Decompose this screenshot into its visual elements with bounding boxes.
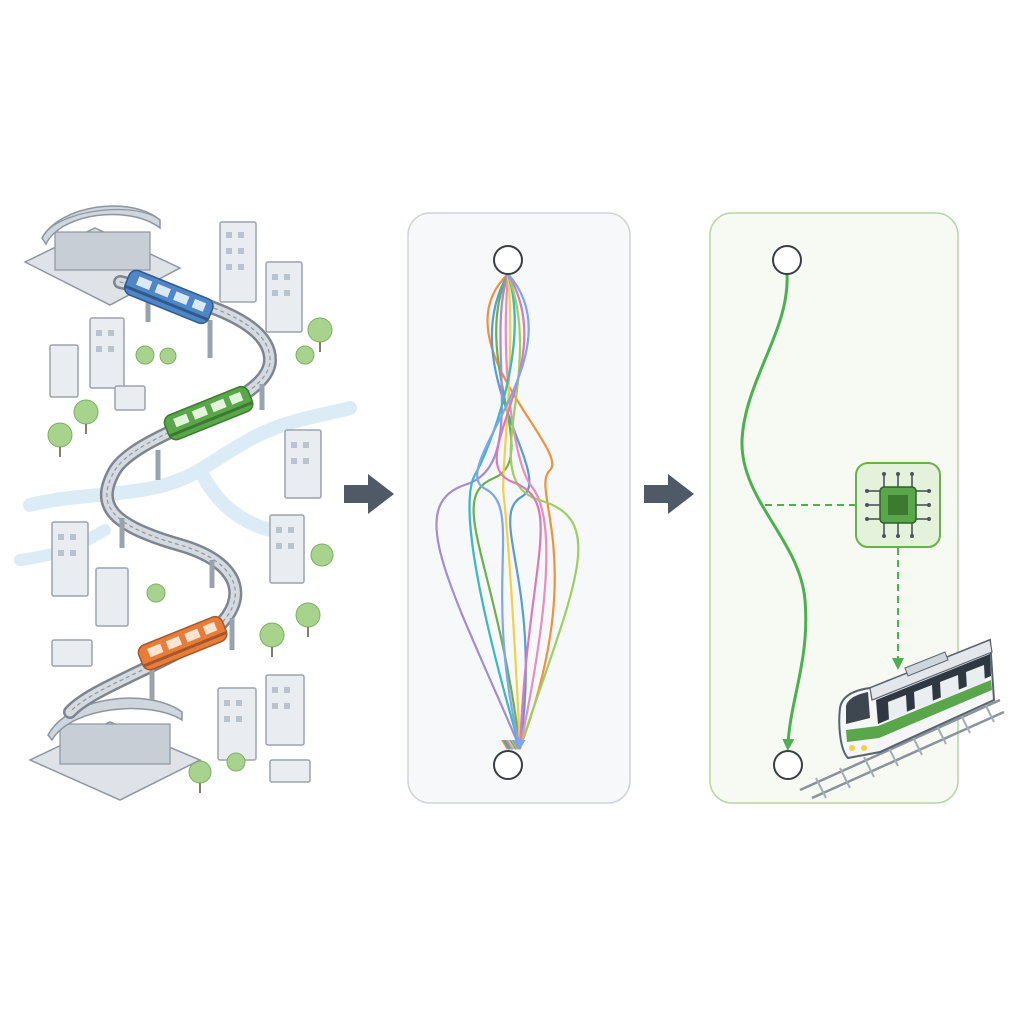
start-node — [772, 245, 802, 275]
track-pillars — [119, 300, 265, 700]
candidate-trajectory — [495, 272, 542, 750]
train-icon — [799, 638, 1005, 800]
candidate-trajectories-panel — [407, 212, 631, 804]
start-node — [493, 245, 523, 275]
candidate-trajectory — [476, 272, 530, 750]
chip-icon — [855, 462, 941, 548]
end-node — [493, 750, 523, 780]
arrow-right-icon — [344, 474, 394, 514]
bottom-station — [28, 697, 202, 801]
arrow-right-icon — [644, 474, 694, 514]
city-metro-scene — [14, 205, 357, 801]
optimal-path — [740, 273, 808, 751]
buildings — [49, 221, 322, 783]
blue-train — [123, 269, 214, 325]
green-train — [163, 385, 254, 441]
candidate-trajectory — [490, 272, 531, 750]
optimized-trajectory-panel — [709, 212, 1005, 804]
end-node — [773, 750, 803, 780]
candidate-trajectories — [435, 272, 580, 750]
candidate-trajectory — [504, 272, 548, 750]
candidate-trajectory — [501, 272, 522, 750]
candidate-trajectory — [435, 272, 522, 750]
candidate-trajectory — [468, 272, 522, 750]
candidate-arrowhead — [513, 740, 526, 750]
candidate-trajectory — [506, 272, 580, 750]
orange-train — [137, 615, 228, 671]
trees — [47, 317, 334, 793]
building-windows — [58, 232, 309, 722]
candidate-trajectory — [472, 272, 522, 750]
